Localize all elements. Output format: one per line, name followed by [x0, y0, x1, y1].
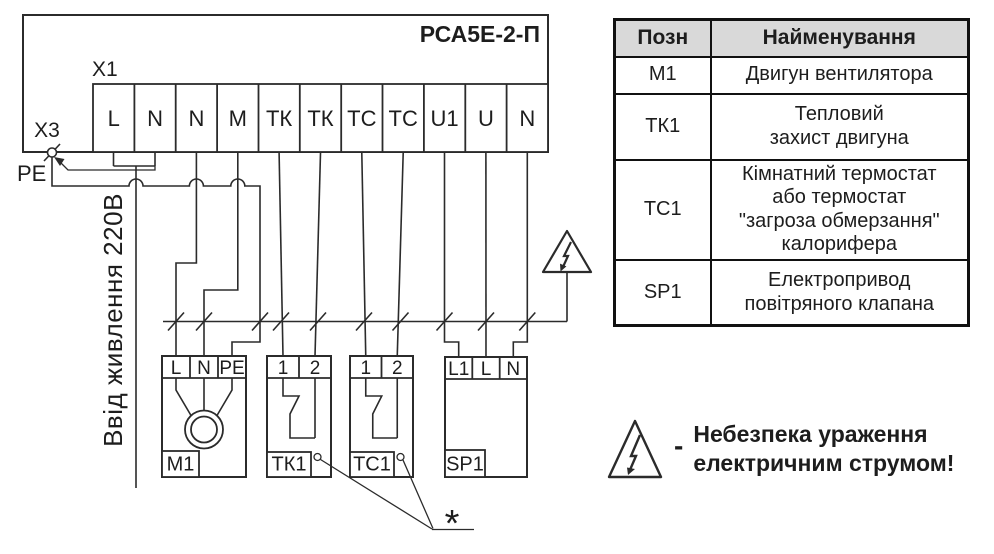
power-feed-line	[112, 153, 156, 488]
device-title: РСА5Е-2-П	[420, 21, 540, 47]
ground-screw-x3-icon	[43, 143, 61, 162]
pe-arrow	[54, 157, 156, 171]
legend-pos-tc1: ТС1	[613, 158, 712, 261]
svg-text:1: 1	[278, 358, 289, 379]
svg-text:L1: L1	[448, 359, 469, 380]
legend-pos-tk1: ТК1	[613, 92, 712, 161]
sp1-terminal-labels: L1 L N	[448, 359, 520, 380]
hazard-triangle-icon	[541, 229, 593, 274]
legend-table: Позн Найменування М1 Двигун вентилятора …	[613, 18, 970, 328]
m1-label: М1	[167, 454, 195, 476]
footnote-asterisk: *	[445, 503, 460, 545]
legend-name-tc1: Кімнатний термостат або термостат "загро…	[709, 158, 970, 261]
component-tk1: 1 2 ТК1	[266, 355, 332, 478]
svg-text:L: L	[171, 358, 182, 379]
svg-text:N: N	[197, 358, 211, 379]
tk1-terminal-labels: 1 2	[278, 358, 321, 379]
svg-text:2: 2	[392, 358, 403, 379]
hazard-dash: -	[674, 430, 684, 461]
pe-label: PE	[17, 161, 46, 186]
terminal-M: M	[229, 106, 247, 131]
svg-text:N: N	[506, 359, 520, 380]
terminal-TC8: ТС	[389, 106, 418, 131]
tc1-terminal-labels: 1 2	[360, 358, 402, 379]
tc1-footnote-point	[396, 452, 405, 462]
ground-terminal-label: X3	[34, 119, 60, 142]
terminal-strip-outline	[92, 83, 549, 153]
power-input-label: Ввід живлення 220В	[98, 193, 128, 447]
wire-slashes	[167, 311, 536, 332]
svg-text:2: 2	[310, 358, 321, 379]
table-row: SP1 Електропривод повітряного клапана	[613, 258, 970, 327]
x1-terminal-strip: L N N M ТК ТК ТС ТС U1 U N	[92, 83, 549, 153]
legend-header-name: Найменування	[709, 18, 970, 58]
component-tc1: 1 2 ТС1	[349, 355, 414, 478]
legend-name-m1: Двигун вентилятора	[709, 55, 970, 95]
terminal-U: U	[478, 106, 494, 131]
terminal-N11: N	[519, 106, 535, 131]
legend-header-row: Позн Найменування	[613, 18, 970, 58]
svg-text:PE: PE	[219, 358, 244, 379]
table-row: М1 Двигун вентилятора	[613, 55, 970, 95]
terminal-TC7: ТС	[347, 106, 376, 131]
sp1-label: SP1	[446, 454, 484, 476]
thermostat-contact-icon	[364, 378, 399, 439]
hazard-triangle-icon	[607, 419, 663, 479]
hazard-note: - Небезпека ураження електричним струмом…	[606, 404, 992, 494]
terminal-TK5: ТК	[266, 106, 292, 131]
terminal-TK6: ТК	[307, 106, 333, 131]
tk1-footnote-point	[313, 452, 322, 462]
table-row: ТС1 Кімнатний термостат або термостат "з…	[613, 158, 970, 261]
terminal-U1: U1	[430, 106, 458, 131]
pe-wire	[51, 157, 261, 356]
legend-pos-m1: М1	[613, 55, 712, 95]
hazard-boundary-line	[163, 273, 568, 332]
legend-name-tk1: Тепловий захист двигуна	[709, 92, 970, 161]
legend-name-sp1: Електропривод повітряного клапана	[709, 258, 970, 327]
svg-text:L: L	[481, 359, 492, 380]
table-row: ТК1 Тепловий захист двигуна	[613, 92, 970, 161]
terminal-L: L	[108, 106, 120, 131]
motor-symbol-icon	[175, 378, 233, 450]
terminal-N3: N	[188, 106, 204, 131]
m1-terminal-labels: L N PE	[171, 358, 245, 379]
component-sp1: L1 L N SP1	[444, 356, 528, 478]
tk1-label: ТК1	[272, 454, 307, 476]
component-m1: L N PE М1	[161, 355, 247, 478]
legend-header-pos: Позн	[613, 18, 712, 58]
terminal-labels: L N N M ТК ТК ТС ТС U1 U N	[108, 106, 536, 131]
thermal-contact-icon	[282, 378, 316, 439]
svg-text:1: 1	[360, 358, 371, 379]
terminal-N2: N	[147, 106, 163, 131]
legend-pos-sp1: SP1	[613, 258, 712, 327]
terminal-dividers	[133, 84, 508, 152]
wiring-schematic: РСА5Е-2-П X1 L N N M ТК ТК ТС ТС U1 U N	[17, 14, 593, 545]
hazard-text: Небезпека ураження електричним струмом!	[693, 421, 955, 476]
component-wires	[175, 152, 529, 358]
tc1-label: ТС1	[353, 454, 391, 476]
connector-x1-label: X1	[92, 58, 118, 81]
footnote-leaders	[320, 458, 474, 531]
